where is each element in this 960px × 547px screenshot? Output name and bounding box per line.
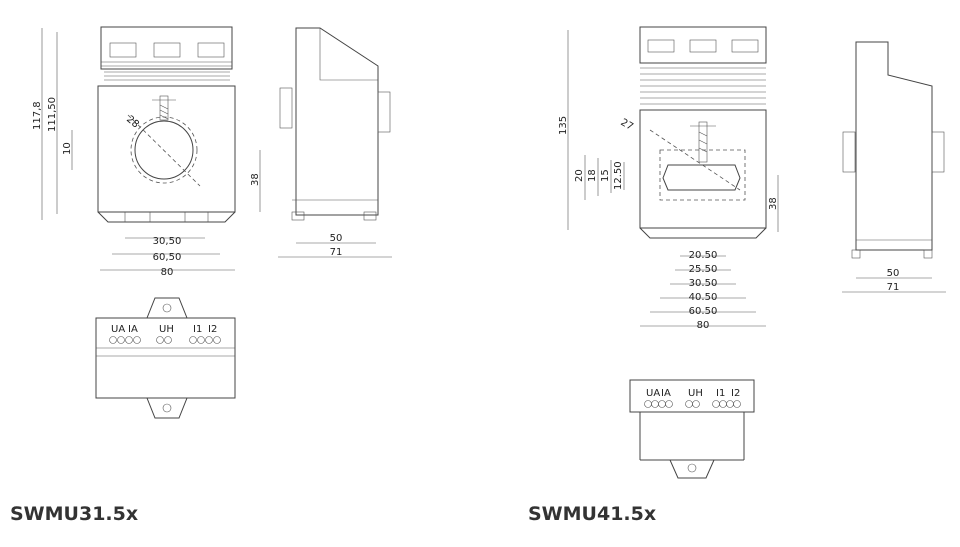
swmu31-top-view bbox=[95, 297, 236, 419]
swmu41-term-i2: I2 bbox=[731, 388, 740, 399]
swmu41-term-ia: IA bbox=[661, 388, 671, 399]
swmu41-front-width-dims bbox=[640, 255, 766, 327]
swmu41-side-view bbox=[842, 41, 945, 259]
swmu41-term-uh: UH bbox=[688, 388, 703, 399]
swmu41-height-dims bbox=[567, 30, 625, 230]
swmu41-side-50: 50 bbox=[887, 268, 900, 279]
swmu41-side-71: 71 bbox=[887, 282, 900, 293]
swmu41-aperture-dim: 27 bbox=[619, 117, 636, 133]
swmu41-title: SWMU41.5x bbox=[528, 503, 657, 525]
swmu31-side-view bbox=[279, 27, 391, 221]
swmu41-width-30: 30.50 bbox=[689, 278, 718, 289]
swmu31-depth-38: 38 bbox=[250, 173, 261, 186]
swmu31-height-dims bbox=[41, 28, 73, 220]
swmu41-width-40: 40.50 bbox=[689, 292, 718, 303]
swmu31-front-view bbox=[97, 26, 236, 223]
swmu31-height-117: 117,8 bbox=[32, 101, 43, 130]
swmu31-side-50: 50 bbox=[330, 233, 343, 244]
swmu41-height-135: 135 bbox=[558, 116, 569, 135]
swmu31-term-i2: I2 bbox=[208, 324, 217, 335]
swmu41-height-12: 12.50 bbox=[613, 161, 624, 190]
swmu41-term-i1: I1 bbox=[716, 388, 725, 399]
swmu41-width-25: 25.50 bbox=[689, 264, 718, 275]
swmu31-width-60: 60,50 bbox=[153, 252, 182, 263]
swmu41-height-18: 18 bbox=[587, 169, 598, 182]
swmu31-width-80: 80 bbox=[161, 267, 174, 278]
swmu41-top-view bbox=[629, 379, 755, 479]
swmu31-term-ia: IA bbox=[128, 324, 138, 335]
swmu41-width-80: 80 bbox=[697, 320, 710, 331]
swmu31-title: SWMU31.5x bbox=[10, 503, 139, 525]
swmu41-width-60: 60.50 bbox=[689, 306, 718, 317]
swmu41-front-view bbox=[639, 26, 767, 239]
swmu41-term-ua: UA bbox=[646, 388, 660, 399]
swmu31-side-width-dims bbox=[278, 242, 392, 258]
swmu31-term-uh: UH bbox=[159, 324, 174, 335]
swmu31-aperture-dim: 28 bbox=[124, 114, 141, 131]
swmu31-height-10: 10 bbox=[62, 142, 73, 155]
swmu31-term-i1: I1 bbox=[193, 324, 202, 335]
swmu41-depth-38: 38 bbox=[768, 197, 779, 210]
swmu31-front-width-dims bbox=[100, 237, 235, 271]
swmu31-term-ua: UA bbox=[111, 324, 125, 335]
swmu41-width-20: 20.50 bbox=[689, 250, 718, 261]
swmu41-side-width-dims bbox=[842, 277, 946, 293]
swmu31-side-71: 71 bbox=[330, 247, 343, 258]
swmu31-width-30: 30,50 bbox=[153, 236, 182, 247]
swmu31-height-111: 111,50 bbox=[47, 97, 58, 132]
swmu41-height-20: 20 bbox=[574, 169, 585, 182]
swmu41-height-15: 15 bbox=[600, 169, 611, 182]
